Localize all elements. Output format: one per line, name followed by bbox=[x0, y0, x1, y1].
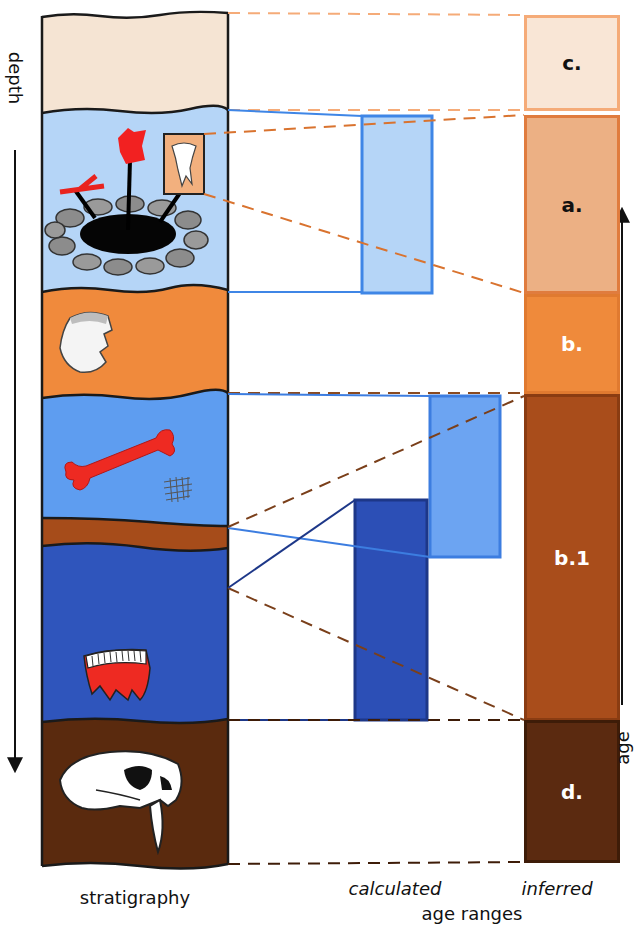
dashed-leader bbox=[228, 109, 524, 111]
stone bbox=[45, 222, 65, 238]
skull bbox=[60, 751, 182, 852]
solid-leader bbox=[228, 500, 355, 588]
stick bbox=[128, 160, 130, 230]
layer-light-blue bbox=[42, 106, 228, 870]
dashed-leader bbox=[204, 115, 524, 134]
dashed-leader bbox=[228, 13, 524, 15]
range-light-blue bbox=[362, 116, 432, 293]
inset-box bbox=[164, 134, 204, 194]
inferred-age-box: d. bbox=[524, 720, 620, 863]
layer-dark-brown bbox=[42, 719, 228, 870]
layer-beige bbox=[42, 12, 228, 870]
tooth bbox=[172, 143, 196, 186]
nasal bbox=[160, 776, 172, 790]
stone bbox=[184, 231, 208, 249]
stone bbox=[73, 254, 101, 270]
layer-orange bbox=[42, 285, 228, 870]
dashed-leader bbox=[228, 719, 524, 721]
boundary bbox=[42, 12, 228, 18]
jaw bbox=[84, 650, 150, 700]
boundary bbox=[42, 543, 228, 551]
solid-leader bbox=[228, 394, 430, 396]
age-arrow bbox=[621, 210, 623, 705]
stone bbox=[136, 258, 164, 274]
sherd-shade bbox=[70, 312, 108, 324]
age-unit-label: c. bbox=[562, 51, 581, 75]
column-label: age ranges bbox=[422, 903, 523, 924]
column-side bbox=[227, 13, 230, 864]
inferred-age-box: b. bbox=[524, 294, 620, 394]
axis-label: age bbox=[612, 731, 633, 765]
stone bbox=[175, 211, 201, 229]
red-twig bbox=[60, 176, 104, 192]
boundary bbox=[42, 863, 228, 869]
bottom-cover bbox=[30, 863, 240, 930]
pot-sherd bbox=[60, 312, 112, 372]
teeth-lines bbox=[92, 651, 141, 666]
column-label: calculated bbox=[349, 878, 442, 899]
boundary bbox=[42, 390, 228, 399]
stick bbox=[75, 190, 95, 218]
layer-brown-band bbox=[42, 518, 228, 870]
eye-socket bbox=[124, 766, 152, 790]
solid-leader bbox=[228, 110, 362, 116]
boundary bbox=[42, 518, 228, 526]
axis-label: depth bbox=[5, 52, 26, 104]
red-fragment bbox=[118, 128, 146, 164]
stone bbox=[49, 237, 75, 255]
red-bone bbox=[65, 430, 175, 490]
dashed-leader bbox=[228, 862, 524, 864]
age-unit-label: b.1 bbox=[554, 546, 590, 570]
layer-dark-blue bbox=[42, 543, 228, 870]
inferred-age-box: c. bbox=[524, 15, 620, 111]
fang bbox=[150, 800, 163, 852]
column-label: inferred bbox=[521, 878, 592, 899]
dashed-leader bbox=[204, 194, 524, 293]
layer-mid-blue bbox=[42, 390, 228, 870]
depth-arrow bbox=[14, 150, 16, 770]
range-mid-blue bbox=[430, 396, 500, 557]
column-side bbox=[41, 16, 44, 866]
mesh-lines bbox=[164, 477, 192, 502]
age-unit-label: a. bbox=[561, 193, 582, 217]
age-unit-label: d. bbox=[561, 780, 583, 804]
boundary bbox=[42, 719, 228, 723]
layer-boundaries bbox=[42, 12, 228, 869]
stone bbox=[104, 259, 132, 275]
calculated-ranges bbox=[355, 116, 500, 720]
strata-column bbox=[30, 12, 240, 930]
cheek bbox=[96, 790, 140, 800]
stone bbox=[166, 249, 194, 267]
jaw-bone bbox=[84, 650, 150, 700]
inferred-age-box: b.1 bbox=[524, 394, 620, 721]
tooth-inset bbox=[164, 134, 204, 194]
skull-shape bbox=[60, 751, 182, 809]
leader-lines bbox=[204, 13, 524, 864]
inferred-age-box: a. bbox=[524, 115, 620, 294]
bone-and-mesh bbox=[65, 430, 192, 502]
range-dark-blue bbox=[355, 500, 427, 720]
solid-leader bbox=[228, 291, 362, 293]
boundary bbox=[42, 106, 228, 113]
mesh bbox=[164, 477, 192, 502]
column-label: stratigraphy bbox=[80, 887, 190, 908]
hearth bbox=[45, 128, 208, 275]
solid-leader bbox=[228, 528, 430, 557]
sherd bbox=[60, 312, 112, 372]
dashed-leader bbox=[228, 588, 524, 720]
dashed-leader bbox=[228, 396, 524, 527]
age-unit-label: b. bbox=[561, 332, 583, 356]
boundary bbox=[42, 285, 228, 292]
teeth bbox=[86, 650, 146, 668]
